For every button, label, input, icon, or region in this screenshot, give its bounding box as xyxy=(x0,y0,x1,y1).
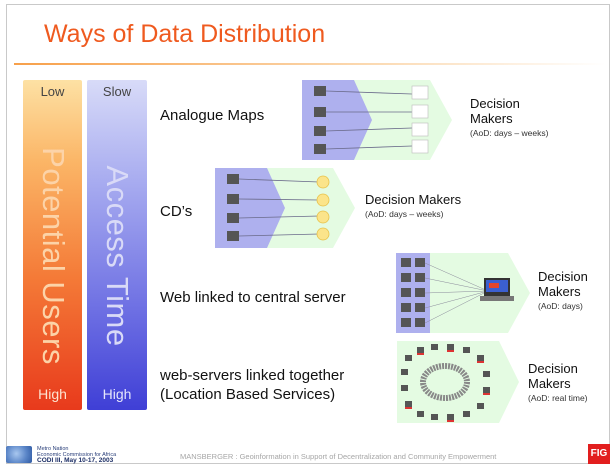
decision-makers-title: Decision Makers xyxy=(528,361,578,391)
aod-label: (AoD: real time) xyxy=(528,393,588,403)
decision-makers-title: Decision Makers xyxy=(470,96,520,126)
fig-logo-icon: FIG xyxy=(588,444,610,464)
title-underline xyxy=(14,63,606,65)
document-icon xyxy=(411,85,429,154)
laptop-icon xyxy=(480,278,514,301)
footer-left-line1: Metro Nation xyxy=(37,446,69,452)
footer-caption: MANSBERGER : Geoinformation in Support o… xyxy=(180,452,497,461)
computer-icon xyxy=(401,258,425,327)
decision-makers-title: Decision Makers xyxy=(538,269,588,299)
row-label-web-central: Web linked to central server xyxy=(160,289,346,306)
row-label-analogue-maps: Analogue Maps xyxy=(160,107,265,124)
decision-makers-title: Decision Makers xyxy=(365,192,462,207)
decision-makers-row3: Decision Makers (AoD: days) xyxy=(538,269,608,314)
cds-diagram xyxy=(215,168,355,248)
row-label-line1: web-servers linked together xyxy=(160,367,345,384)
web-servers-diagram xyxy=(397,341,519,423)
aod-label: (AoD: days – weeks) xyxy=(365,209,444,219)
users-bar-top-label: Low xyxy=(40,84,65,99)
computer-icon xyxy=(314,86,326,154)
access-time-bar: Slow Access Time High xyxy=(87,80,147,410)
slide-frame xyxy=(6,4,610,464)
row-label-web-servers: web-servers linked together (Location Ba… xyxy=(160,366,344,404)
globe-logo-icon xyxy=(6,446,32,463)
cd-icon xyxy=(316,175,330,241)
decision-makers-row2: Decision Makers (AoD: days – weeks) xyxy=(365,192,461,222)
footer-date: CODI III, May 10-17, 2003 xyxy=(37,457,114,464)
users-bar-bottom-label: High xyxy=(38,386,67,402)
network-icon xyxy=(401,344,490,422)
footer-left: Metro Nation Economic Commission for Afr… xyxy=(37,446,116,464)
time-bar-bottom-label: High xyxy=(102,386,132,402)
aod-label: (AoD: days – weeks) xyxy=(470,128,549,138)
footer-left-line2: Economic Commission for Africa xyxy=(37,452,117,458)
row-label-line2: (Location Based Services) xyxy=(160,386,336,403)
decision-makers-row4: Decision Makers (AoD: real time) xyxy=(528,361,598,406)
time-bar-top-label: Slow xyxy=(102,84,132,99)
potential-users-bar: Low Potential Users High xyxy=(23,80,82,410)
decision-makers-row1: Decision Makers (AoD: days – weeks) xyxy=(470,96,550,141)
web-central-diagram xyxy=(396,253,530,333)
users-bar-label: Potential Users xyxy=(35,147,71,365)
time-bar-label: Access Time xyxy=(100,165,135,347)
slide-title: Ways of Data Distribution xyxy=(44,20,326,48)
computer-icon xyxy=(227,174,239,241)
row-label-cds: CD’s xyxy=(160,203,193,220)
aod-label: (AoD: days) xyxy=(538,301,583,311)
analogue-maps-diagram xyxy=(302,80,452,160)
